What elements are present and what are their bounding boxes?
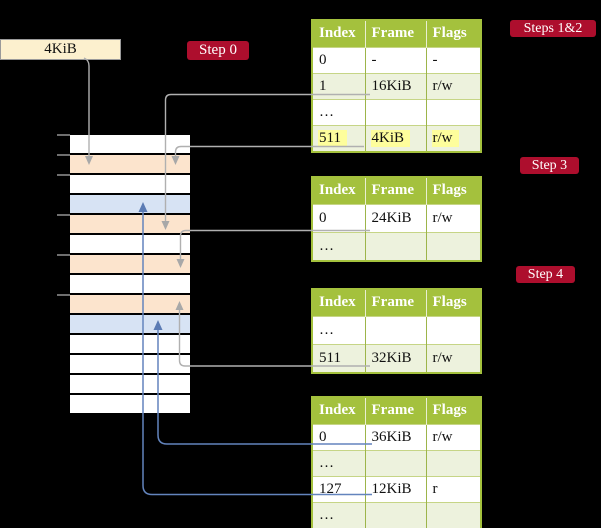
- table-row: 0 36KiB r/w: [312, 424, 481, 451]
- memory-row-3: [70, 175, 190, 193]
- cell-index: 0: [312, 424, 365, 451]
- cell-index: …: [312, 232, 365, 261]
- col-header-frame: Frame: [364, 177, 426, 205]
- memory-row-12: [70, 355, 190, 373]
- cell-flags: [425, 232, 481, 261]
- cell-flags: r/w: [425, 344, 481, 373]
- cell-flags: [425, 450, 481, 477]
- col-header-index: Index: [312, 177, 365, 205]
- table-row: …: [312, 450, 481, 477]
- cell-index: …: [312, 502, 365, 528]
- cell-flags: [425, 502, 481, 528]
- col-header-index: Index: [312, 20, 365, 48]
- table-row: 511 32KiB r/w: [312, 344, 481, 373]
- cell-index: 127: [312, 476, 365, 503]
- cell-index: 1: [312, 73, 365, 100]
- memory-row-11: [70, 335, 190, 353]
- col-header-index: Index: [312, 397, 365, 425]
- cell-frame: [364, 99, 426, 126]
- ruler-tick: [57, 294, 70, 296]
- col-header-frame: Frame: [364, 289, 426, 317]
- cell-flags: -: [425, 47, 481, 74]
- page-table-steps-1-2: Index Frame Flags 0 - - 1 16KiB r/w … 51…: [311, 19, 482, 153]
- memory-row-2: [70, 155, 190, 173]
- memory-row-6: [70, 235, 190, 253]
- memory-row-1: [70, 135, 190, 153]
- table-row: …: [312, 232, 481, 261]
- ruler-tick: [57, 254, 70, 256]
- cell-index: …: [312, 450, 365, 477]
- ruler-tick: [57, 214, 70, 216]
- cell-index: …: [312, 316, 365, 345]
- page-table-step-4: Index Frame Flags … 511 32KiB r/w: [311, 288, 482, 374]
- table-row: 1 16KiB r/w: [312, 73, 481, 100]
- col-header-flags: Flags: [425, 177, 481, 205]
- cell-frame: 32KiB: [364, 344, 426, 373]
- table-row: …: [312, 502, 481, 528]
- cell-frame: 16KiB: [364, 73, 426, 100]
- cell-frame: 12KiB: [364, 476, 426, 503]
- memory-row-9: [70, 295, 190, 313]
- cell-index: 0: [312, 47, 365, 74]
- cell-frame: 24KiB: [364, 204, 426, 233]
- col-header-frame: Frame: [364, 20, 426, 48]
- page-size-box: 4KiB: [0, 39, 121, 60]
- cell-flags: r/w: [425, 125, 481, 152]
- ruler-tick: [57, 154, 70, 156]
- cell-index: 0: [312, 204, 365, 233]
- cell-frame: [364, 450, 426, 477]
- memory-row-4: [70, 195, 190, 213]
- cell-frame: [364, 316, 426, 345]
- physical-memory-column: [70, 135, 190, 415]
- page-table-step-3: Index Frame Flags 0 24KiB r/w …: [311, 176, 482, 262]
- table-row: …: [312, 316, 481, 345]
- table-header-row: Index Frame Flags: [312, 397, 481, 425]
- memory-row-14: [70, 395, 190, 413]
- cell-flags: [425, 99, 481, 126]
- page-table-final: Index Frame Flags 0 36KiB r/w … 127 12Ki…: [311, 396, 482, 528]
- cell-flags: r/w: [425, 204, 481, 233]
- cell-flags: r/w: [425, 73, 481, 100]
- badge-step-0: Step 0: [187, 41, 249, 60]
- ruler-tick: [57, 134, 70, 136]
- col-header-flags: Flags: [425, 397, 481, 425]
- memory-row-7: [70, 255, 190, 273]
- col-header-flags: Flags: [425, 20, 481, 48]
- cell-flags: r/w: [425, 424, 481, 451]
- cell-frame: 36KiB: [364, 424, 426, 451]
- cell-frame: -: [364, 47, 426, 74]
- table-row: 127 12KiB r: [312, 476, 481, 503]
- table-header-row: Index Frame Flags: [312, 20, 481, 48]
- cell-index: …: [312, 99, 365, 126]
- table-row: 0 24KiB r/w: [312, 204, 481, 233]
- table-row: 0 - -: [312, 47, 481, 74]
- col-header-index: Index: [312, 289, 365, 317]
- cell-flags: r: [425, 476, 481, 503]
- table-header-row: Index Frame Flags: [312, 177, 481, 205]
- cell-index: 511: [312, 344, 365, 373]
- cell-frame: [364, 232, 426, 261]
- table-row: …: [312, 99, 481, 126]
- table-header-row: Index Frame Flags: [312, 289, 481, 317]
- highlight: 511: [318, 130, 347, 147]
- highlight: r/w: [431, 130, 459, 147]
- highlight: 4KiB: [370, 130, 411, 147]
- cell-frame: 4KiB: [364, 125, 426, 152]
- cell-flags: [425, 316, 481, 345]
- table-row-highlighted: 511 4KiB r/w: [312, 125, 481, 152]
- badge-steps-1-2: Steps 1&2: [510, 20, 596, 37]
- badge-step-3: Step 3: [520, 157, 579, 174]
- ruler-tick: [57, 174, 70, 176]
- badge-step-4: Step 4: [516, 266, 575, 283]
- col-header-frame: Frame: [364, 397, 426, 425]
- memory-row-13: [70, 375, 190, 393]
- memory-row-8: [70, 275, 190, 293]
- memory-row-5: [70, 215, 190, 233]
- cell-index: 511: [312, 125, 365, 152]
- cell-frame: [364, 502, 426, 528]
- col-header-flags: Flags: [425, 289, 481, 317]
- memory-row-10: [70, 315, 190, 333]
